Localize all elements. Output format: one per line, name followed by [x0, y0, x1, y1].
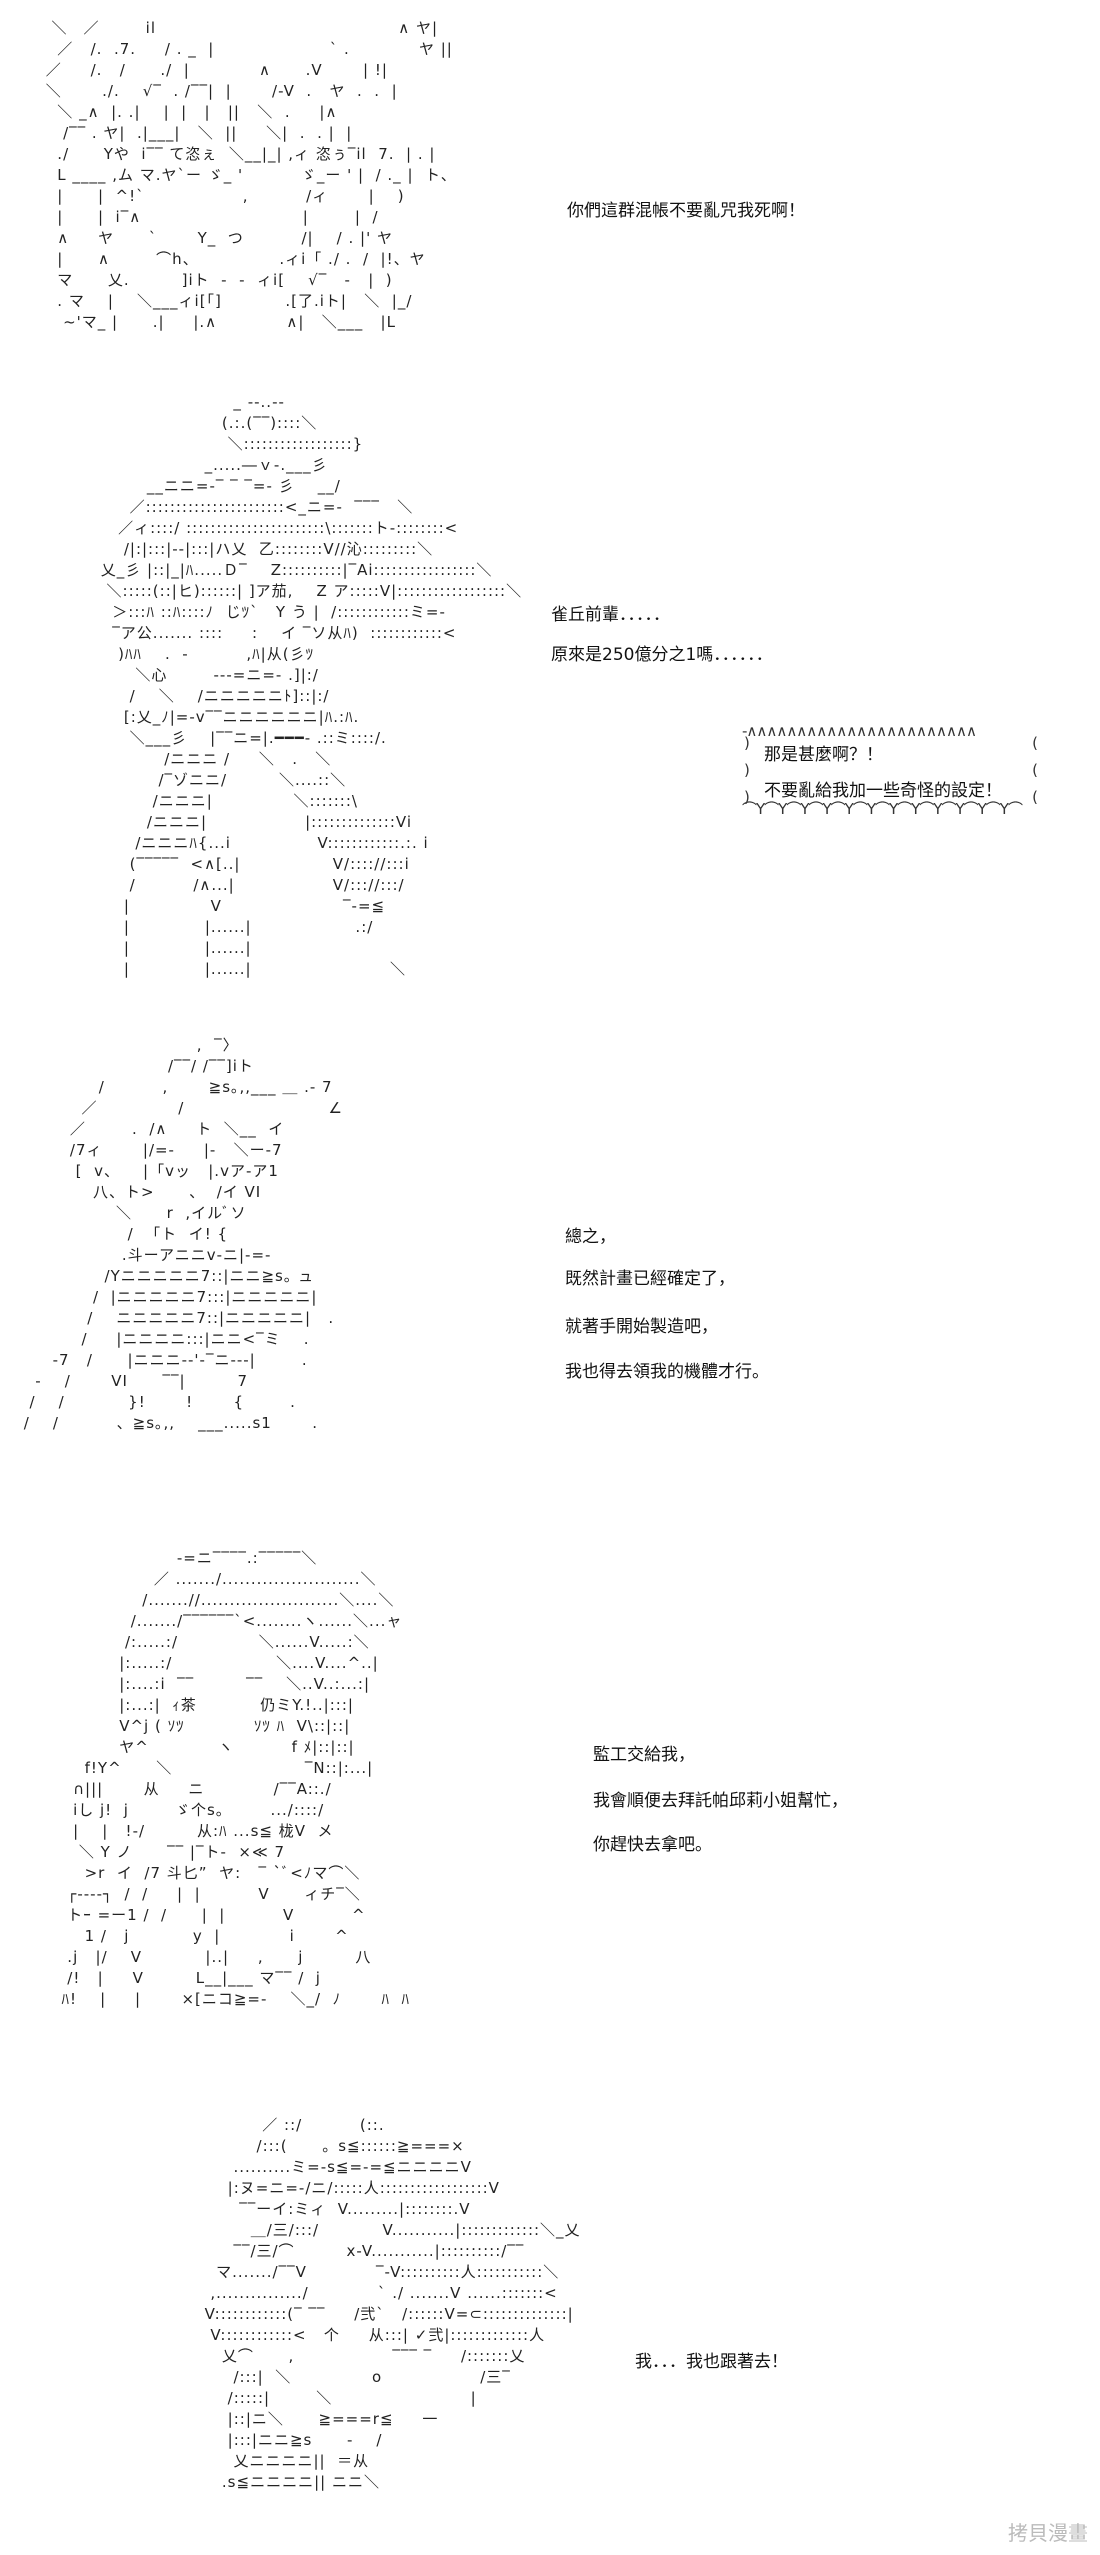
bubble-left-edge: ) ) ) — [744, 734, 750, 806]
bubble-line: 那是甚麼啊？！ — [764, 745, 883, 765]
watermark: 拷貝漫畫 — [1008, 2521, 1088, 2545]
ascii-art-figure-2: _ -‐..-- (.:.(‾‾)::::＼ ＼::::::::::::::::… — [100, 393, 523, 978]
bubble-top-edge: ‐∧∧∧∧∧∧∧∧∧∧∧∧∧∧∧∧∧∧∧∧∧∧∧ — [742, 722, 977, 740]
ascii-art-figure-4: -=ニ‾‾‾‾.:‾‾‾‾‾＼ ／ ......./..............… — [61, 1549, 410, 2008]
ascii-art-figure-5: ／ ::/ (::. /:::( 。s≦::::::≧===× ........… — [204, 2116, 581, 2491]
dialogue-line: 我．．．我也跟著去！ — [635, 2352, 788, 2372]
dialogue-line: 你趕快去拿吧。 — [593, 1835, 712, 1855]
dialogue-line: 既然計畫已經確定了， — [565, 1269, 735, 1289]
ascii-art-figure-1: ＼ ／ il ∧ ヤ| ／ /. .7. / . _ | ` . ヤ || ／ … — [45, 19, 457, 331]
bubble-bottom-edge: ⌒Y⌒Y⌒Y⌒Y⌒Y⌒Y⌒Y⌒Y⌒Y⌒Y⌒Y⌒Y⌒ — [742, 800, 1023, 818]
dialogue-line: 你們這群混帳不要亂咒我死啊！ — [567, 201, 805, 221]
dialogue-line: 總之， — [565, 1227, 616, 1247]
ascii-art-figure-3: , ‾〉 /‾‾/ /‾‾]iト / , ≧s｡,,___ ＿ .- 7 ／ /… — [23, 1036, 343, 1432]
dialogue-line: 原來是250億分之1嗎．．．．．． — [551, 645, 773, 665]
bubble-right-edge: ( ( ( — [1032, 734, 1038, 806]
bubble-line: 不要亂給我加一些奇怪的設定！ — [764, 781, 1002, 801]
dialogue-line: 我也得去領我的機體才行。 — [565, 1362, 769, 1382]
dialogue-line: 我會順便去拜託帕邱莉小姐幫忙， — [593, 1791, 848, 1811]
dialogue-line: 雀丘前輩．．．．． — [551, 605, 670, 625]
dialogue-line: 就著手開始製造吧， — [565, 1317, 718, 1337]
speech-bubble: ‐∧∧∧∧∧∧∧∧∧∧∧∧∧∧∧∧∧∧∧∧∧∧∧ ⌒Y⌒Y⌒Y⌒Y⌒Y⌒Y⌒Y⌒… — [742, 722, 1040, 818]
dialogue-line: 監工交給我， — [593, 1745, 695, 1765]
